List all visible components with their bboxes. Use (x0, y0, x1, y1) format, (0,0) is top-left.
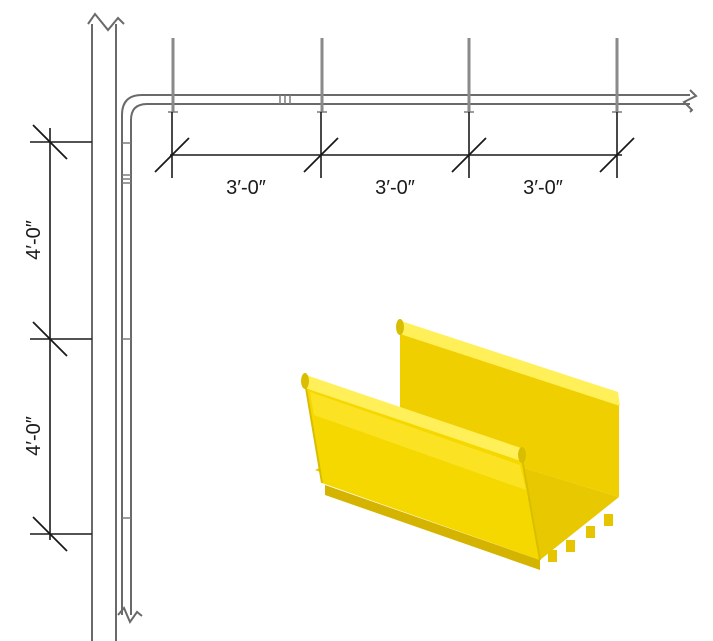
dimension-label-3ft-1: 3′-0″ (226, 177, 266, 199)
dimension-label-3ft-3: 3′-0″ (523, 177, 563, 199)
horizontal-dimension: 3′-0″ 3′-0″ 3′-0″ (154, 112, 635, 199)
hanger-rod (168, 38, 178, 113)
raceway-run (117, 89, 698, 625)
dimension-label-3ft-2: 3′-0″ (375, 177, 415, 199)
hanger-rod (317, 38, 327, 113)
hanger-rods (168, 38, 622, 113)
wall (87, 12, 125, 641)
dimension-label-4ft-2: 4′-0″ (23, 416, 45, 456)
hanger-rod (612, 38, 622, 113)
vertical-dimension: 4′-0″ 4′-0″ (23, 124, 92, 552)
hanger-rod (464, 38, 474, 113)
dimension-label-4ft-1: 4′-0″ (23, 220, 45, 260)
yellow-raceway-channel-image (301, 319, 620, 570)
